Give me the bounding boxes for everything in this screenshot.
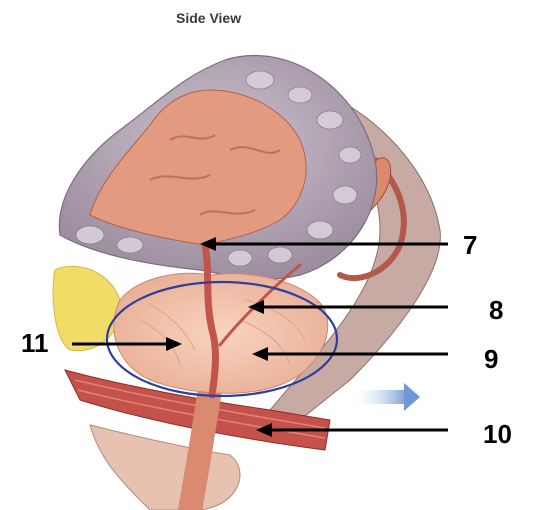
bladder-lumen xyxy=(90,90,306,245)
fat-pad xyxy=(53,266,121,350)
label-10: 10 xyxy=(483,421,512,447)
prostate-gland xyxy=(114,273,328,393)
label-7: 7 xyxy=(463,232,477,258)
label-8: 8 xyxy=(489,297,503,323)
label-11: 11 xyxy=(21,330,49,356)
penile-tissue xyxy=(90,425,240,510)
flow-arrow-icon xyxy=(350,383,420,411)
diagram-title: Side View xyxy=(176,10,241,26)
label-9: 9 xyxy=(484,346,498,372)
